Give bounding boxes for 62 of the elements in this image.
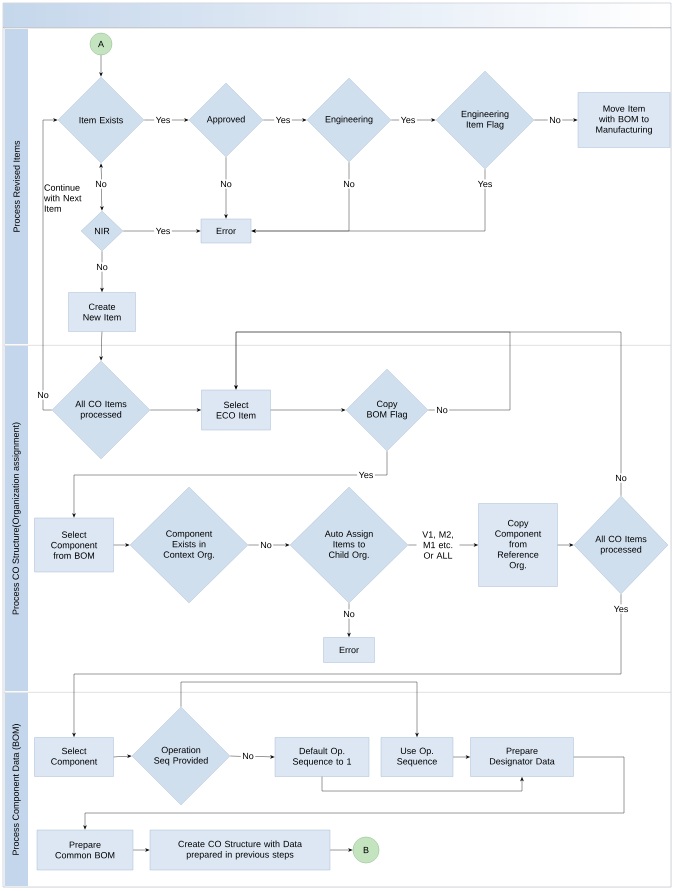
process-box: Error (200, 218, 252, 244)
process-box: Create New Item (68, 292, 136, 332)
process-box: Select Component (34, 737, 114, 777)
process-box: Error (323, 637, 375, 663)
edge-label: Yes (357, 470, 375, 480)
edge-label: V1, M2, M1 etc. Or ALL (416, 530, 460, 560)
arrow (347, 603, 351, 637)
arrow (234, 332, 622, 496)
arrow (263, 118, 306, 122)
arrow (252, 169, 486, 233)
process-box: Default Op. Sequence to 1 (274, 737, 370, 777)
arrow (558, 543, 574, 547)
process-box: Select Component from BOM (34, 518, 114, 572)
arrow (42, 118, 58, 410)
edge-label: No (218, 179, 234, 189)
arrow (72, 451, 388, 518)
arrow (99, 55, 103, 76)
edge-label: No (548, 115, 562, 125)
edge-label: No (36, 390, 50, 400)
edge-label: No (94, 179, 108, 189)
edge-label: Yes (154, 115, 172, 125)
process-box: Create CO Structure with Data prepared in previous steps (150, 830, 330, 870)
process-box: Use Op. Sequence (380, 737, 454, 777)
edge-label: No (258, 540, 274, 550)
arrow (144, 118, 188, 122)
edge-label: No (342, 609, 356, 619)
arrow (114, 754, 132, 758)
edge-label: No (434, 405, 450, 415)
edge-label: No (342, 179, 356, 189)
edge-label: Yes (399, 115, 417, 125)
process-box: Prepare Common BOM (36, 830, 134, 870)
edge-label: No (94, 262, 110, 272)
arrow (230, 755, 274, 759)
arrow (133, 848, 150, 852)
edge-label: No (614, 473, 628, 483)
arrow (83, 756, 624, 830)
edge-label: Yes (274, 115, 292, 125)
arrow (453, 755, 470, 759)
note-text: Continue with Next Item (44, 184, 82, 212)
edge-label: Yes (476, 179, 494, 189)
arrow (322, 776, 524, 792)
process-box: Move Item with BOM to Manufacturing (578, 92, 670, 148)
arrow (72, 594, 622, 737)
arrow (180, 682, 419, 737)
arrow (99, 164, 104, 210)
edge-label: Yes (612, 604, 630, 614)
process-box: Copy Component from Reference Org. (478, 503, 558, 587)
arrow (224, 157, 228, 218)
arrow (330, 848, 352, 852)
edge-label: No (240, 751, 256, 761)
arrow (99, 332, 103, 360)
arrow (248, 543, 290, 547)
arrow (270, 408, 346, 412)
process-box: Prepare Designator Data (470, 737, 574, 777)
arrow (114, 543, 130, 547)
process-box: Select ECO Item (201, 390, 271, 430)
arrow (391, 118, 436, 122)
arrow (100, 251, 104, 292)
edge-label: Yes (154, 226, 172, 236)
arrow (534, 118, 578, 122)
arrow (150, 408, 201, 412)
arrow (123, 229, 200, 233)
